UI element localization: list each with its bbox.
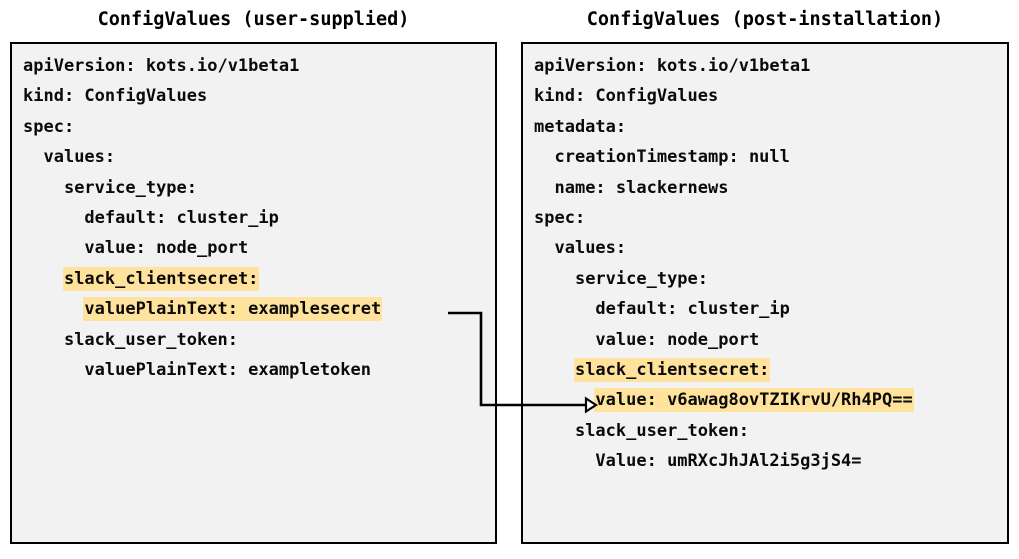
code-text: default: cluster_ip [595, 299, 790, 320]
code-text: kind: ConfigValues [23, 86, 208, 107]
left-panel-code: apiVersion: kots.io/v1beta1 kind: ConfigV… [22, 51, 495, 385]
code-indent [533, 178, 553, 198]
code-line: values: [533, 233, 1007, 263]
right-panel-code: apiVersion: kots.io/v1beta1 kind: ConfigV… [533, 51, 1007, 476]
code-indent [533, 238, 553, 258]
code-indent [533, 330, 594, 350]
code-indent [22, 269, 63, 289]
code-text: values: [43, 147, 116, 168]
code-line: spec: [22, 112, 495, 142]
code-text: spec: [534, 207, 586, 228]
code-text: slack_clientsecret: [62, 266, 260, 291]
code-text: value: node_port [84, 238, 249, 259]
code-line: value: v6awag8ovTZIKrvU/Rh4PQ== [533, 385, 1007, 415]
right-panel-configvalues-post-installation: apiVersion: kots.io/v1beta1 kind: ConfigV… [521, 42, 1009, 544]
code-indent [22, 299, 83, 319]
code-indent [533, 147, 553, 167]
code-text: value: v6awag8ovTZIKrvU/Rh4PQ== [594, 388, 914, 413]
code-line: Value: umRXcJhJAl2i5g3jS4= [533, 446, 1007, 476]
code-text: slack_user_token: [574, 420, 749, 441]
code-text: apiVersion: kots.io/v1beta1 [534, 56, 811, 76]
code-text: service_type: [574, 268, 709, 289]
code-indent [22, 360, 83, 380]
code-line: apiVersion: kots.io/v1beta1 [533, 51, 1007, 81]
code-line: kind: ConfigValues [533, 81, 1007, 111]
code-line: kind: ConfigValues [22, 81, 495, 111]
code-text: service_type: [63, 177, 198, 198]
code-line: slack_clientsecret: [533, 355, 1007, 385]
code-line: valuePlainText: exampletoken [22, 355, 495, 385]
code-indent [22, 147, 42, 167]
code-line: value: node_port [533, 325, 1007, 355]
code-text: creationTimestamp: null [554, 147, 790, 168]
code-text: kind: ConfigValues [534, 86, 719, 107]
code-text: value: node_port [595, 329, 760, 350]
code-indent [533, 299, 594, 319]
left-panel-configvalues-user-supplied: apiVersion: kots.io/v1beta1 kind: ConfigV… [10, 42, 497, 544]
code-indent [533, 390, 594, 410]
code-indent [22, 178, 63, 198]
code-line: creationTimestamp: null [533, 142, 1007, 172]
right-panel-title: ConfigValues (post-installation) [586, 9, 944, 30]
code-text: Value: umRXcJhJAl2i5g3jS4= [595, 451, 862, 472]
code-line: slack_clientsecret: [22, 264, 495, 294]
code-line: name: slackernews [533, 173, 1007, 203]
code-text: default: cluster_ip [84, 207, 279, 228]
code-indent [533, 269, 574, 289]
code-indent [533, 451, 594, 471]
code-line: default: cluster_ip [22, 203, 495, 233]
code-indent [22, 330, 63, 350]
code-text: valuePlainText: exampletoken [84, 359, 371, 380]
code-indent [533, 421, 574, 441]
left-panel-title: ConfigValues (user-supplied) [97, 9, 410, 30]
code-line: slack_user_token: [22, 325, 495, 355]
code-line: value: node_port [22, 233, 495, 263]
code-text: apiVersion: kots.io/v1beta1 [23, 56, 300, 76]
code-line: spec: [533, 203, 1007, 233]
code-text: metadata: [534, 116, 627, 137]
code-line: service_type: [22, 173, 495, 203]
code-line: default: cluster_ip [533, 294, 1007, 324]
code-text: spec: [23, 116, 75, 137]
code-line: valuePlainText: examplesecret [22, 294, 495, 324]
code-text: valuePlainText: examplesecret [83, 297, 383, 322]
code-line: metadata: [533, 112, 1007, 142]
code-indent [22, 208, 83, 228]
code-indent [22, 238, 83, 258]
code-line: slack_user_token: [533, 416, 1007, 446]
code-text: slack_clientsecret: [573, 357, 771, 382]
code-line: service_type: [533, 264, 1007, 294]
code-text: slack_user_token: [63, 329, 238, 350]
code-line: apiVersion: kots.io/v1beta1 [22, 51, 495, 81]
code-text: values: [554, 238, 627, 259]
code-indent [533, 360, 574, 380]
code-line: values: [22, 142, 495, 172]
code-text: name: slackernews [554, 177, 729, 198]
